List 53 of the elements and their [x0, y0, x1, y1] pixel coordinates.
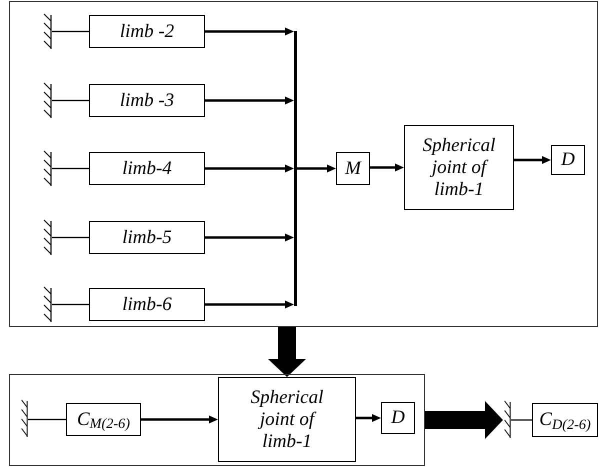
- ground-symbol: [42, 84, 52, 118]
- connector-line: [28, 418, 66, 420]
- process-box: [336, 152, 370, 185]
- arrow: [356, 414, 381, 422]
- ground-symbol: [503, 402, 511, 438]
- frame-box: [9, 1, 598, 327]
- block-label: D: [561, 149, 575, 171]
- frame-box: [9, 374, 425, 466]
- block-label: limb -3: [120, 90, 174, 112]
- process-box: [66, 403, 141, 436]
- arrow: [205, 300, 294, 308]
- connector-line: [511, 419, 532, 421]
- block-label: limb-6: [122, 294, 172, 316]
- arrow: [297, 164, 336, 172]
- block-label: Spherical joint of limb-1: [250, 386, 324, 452]
- process-box: [89, 15, 205, 48]
- block-arrow: [425, 401, 503, 439]
- block-arrow: [268, 327, 306, 377]
- process-box: [551, 145, 585, 175]
- process-box: [381, 402, 415, 434]
- process-box: [89, 221, 205, 254]
- arrow: [205, 164, 294, 172]
- bus-bar: [294, 31, 297, 306]
- arrow: [205, 234, 294, 242]
- arrow: [205, 96, 294, 104]
- arrow: [370, 164, 404, 172]
- block-label: limb-4: [122, 158, 172, 180]
- ground-symbol: [42, 288, 52, 322]
- block-label: C$_{M(2-6)}$: [76, 408, 130, 430]
- process-box: [89, 84, 205, 117]
- process-box: [89, 288, 205, 321]
- connector-line: [52, 304, 89, 306]
- arrow: [514, 156, 551, 164]
- process-box: [404, 125, 514, 210]
- connector-line: [52, 100, 89, 102]
- block-label: limb -2: [120, 20, 174, 42]
- block-label: C$_{D(2-6)}$: [539, 409, 591, 431]
- block-label: Spherical joint of limb-1: [422, 134, 496, 200]
- ground-symbol: [42, 152, 52, 186]
- process-box: [89, 152, 205, 185]
- connector-line: [52, 168, 89, 170]
- ground-symbol: [20, 401, 28, 437]
- block-label: D: [391, 407, 405, 429]
- process-box: [532, 403, 598, 437]
- ground-symbol: [42, 15, 52, 49]
- block-label: M: [345, 158, 361, 180]
- arrow: [205, 28, 294, 36]
- block-label: limb-5: [122, 226, 172, 248]
- connector-line: [52, 30, 89, 32]
- connector-line: [52, 236, 89, 238]
- process-box: [218, 377, 356, 462]
- ground-symbol: [42, 221, 52, 255]
- arrow: [141, 416, 218, 424]
